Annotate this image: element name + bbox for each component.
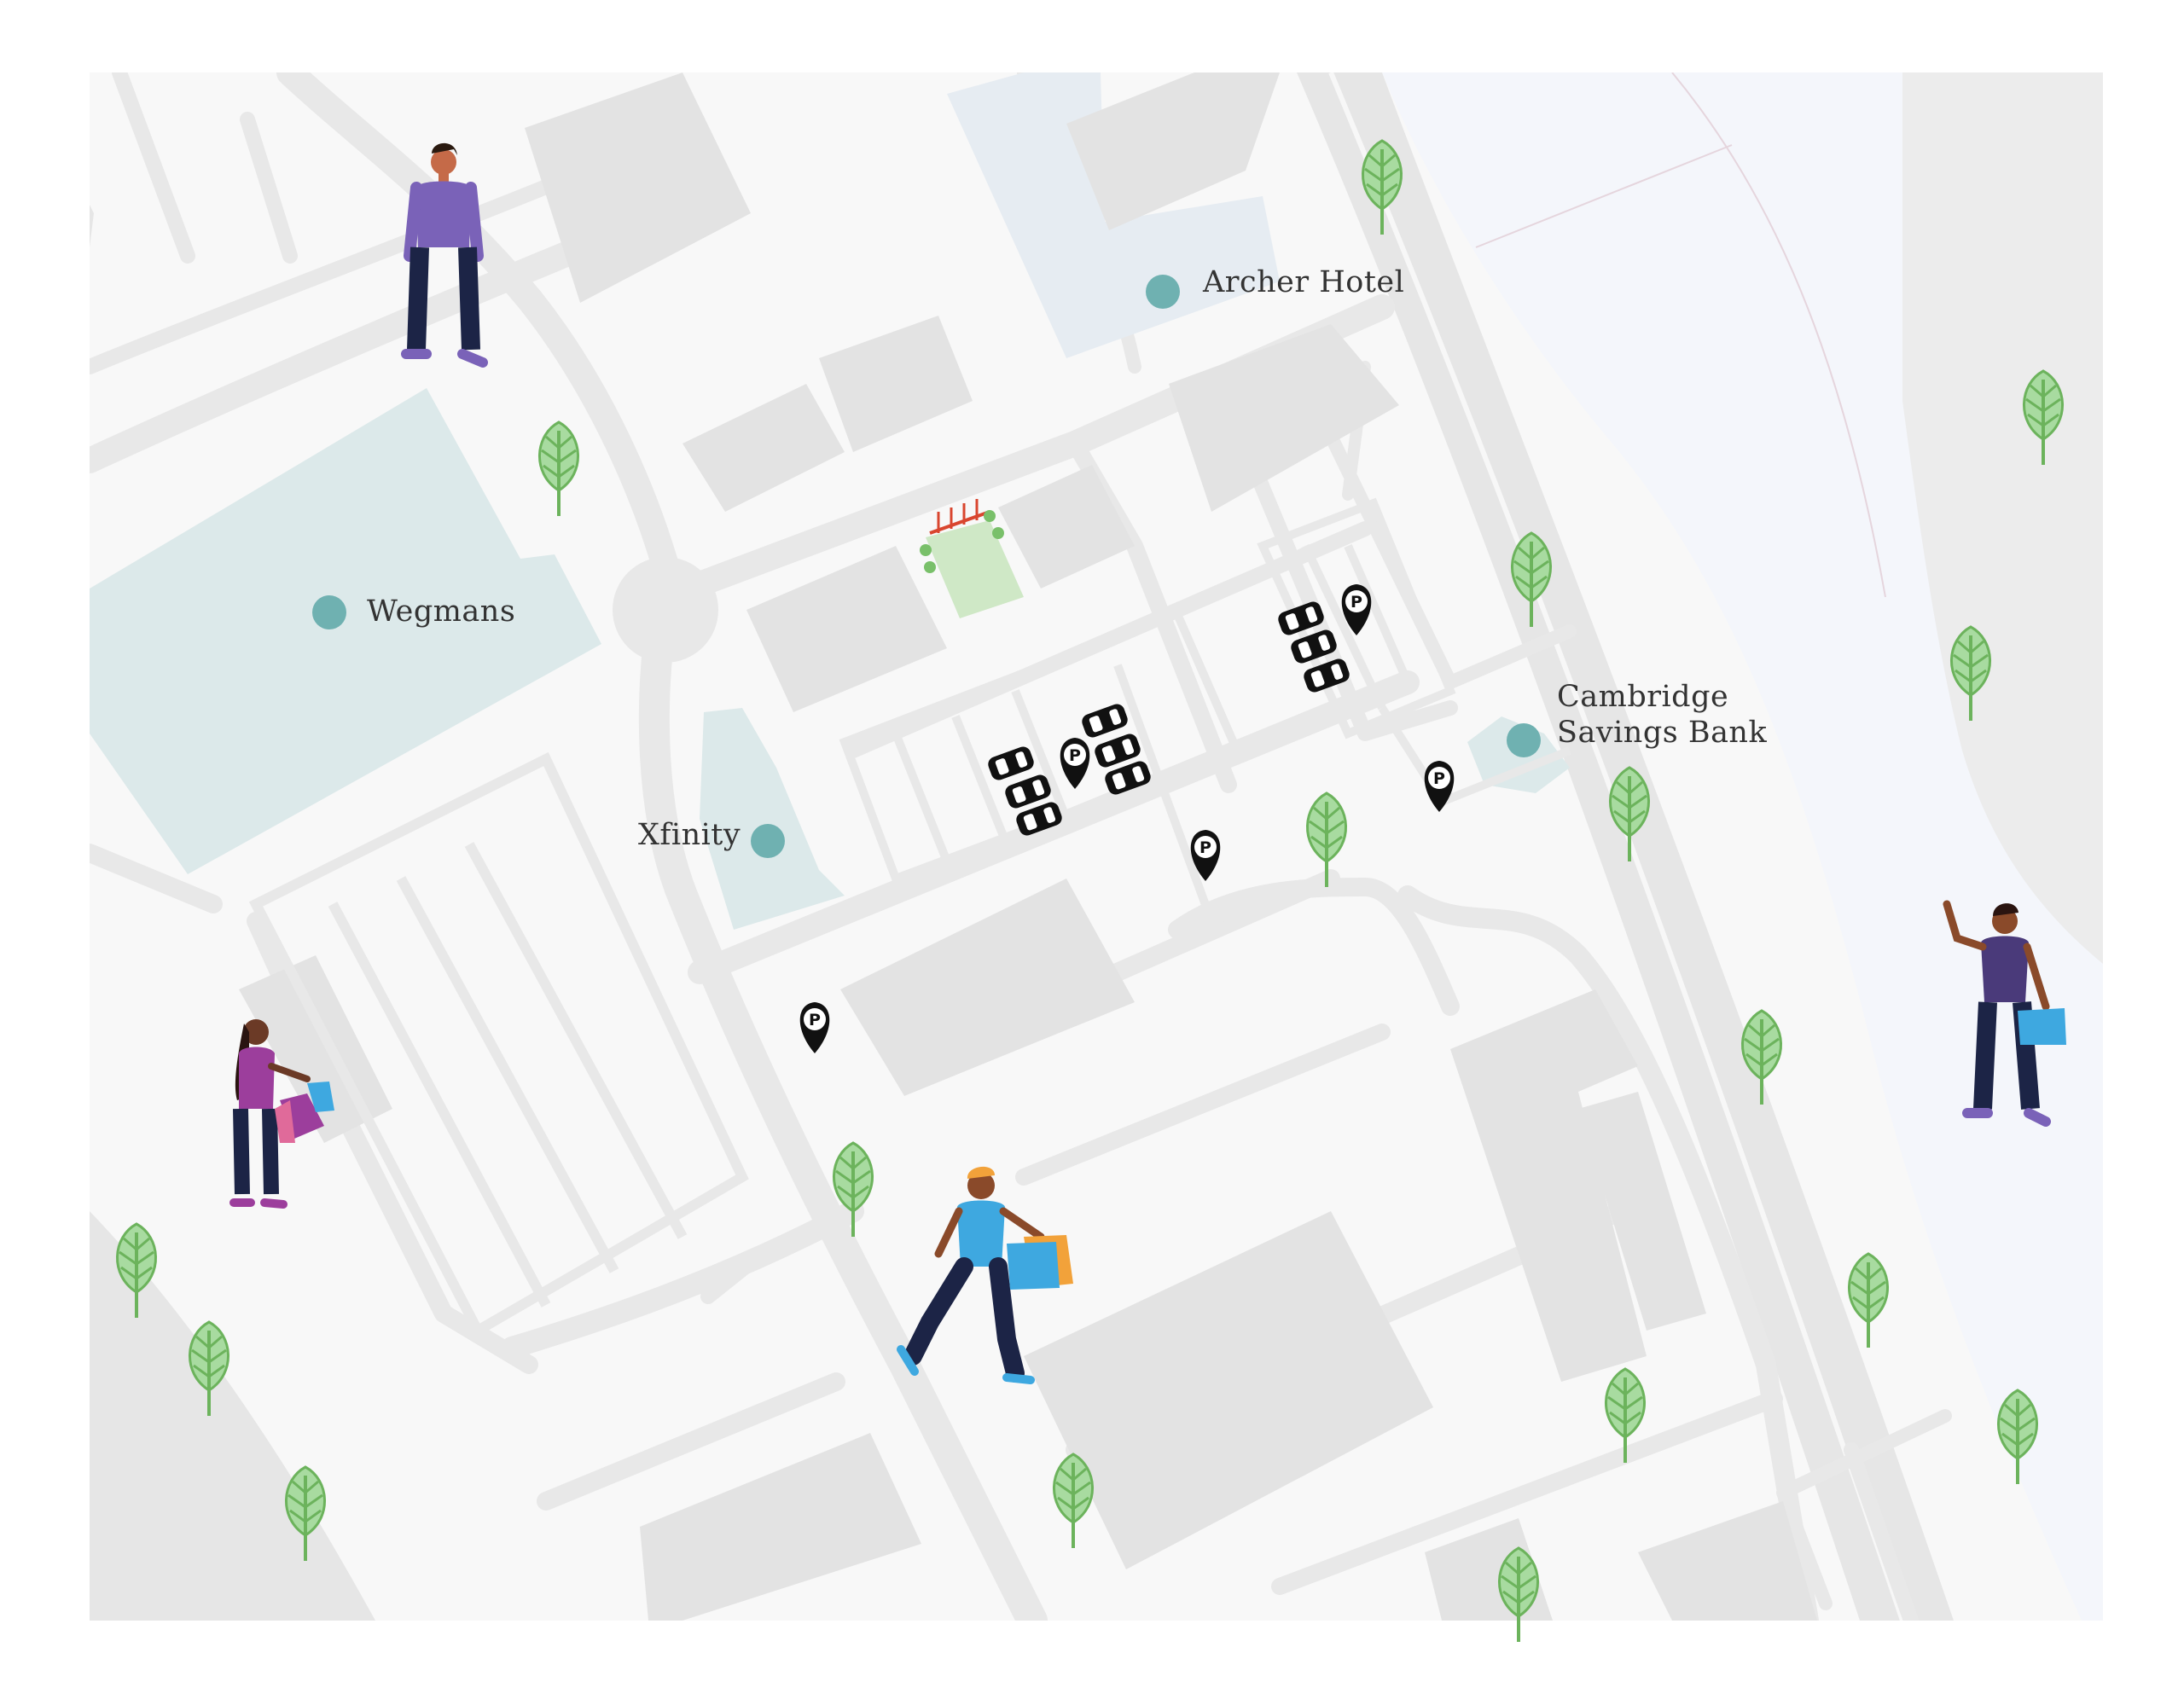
buildings — [239, 72, 1817, 1621]
archer-hotel-building — [947, 72, 1280, 358]
cambridge-savings-bank-label-line1[interactable]: Cambridge — [1557, 680, 1729, 714]
wegmans-label[interactable]: Wegmans — [367, 594, 516, 629]
person-running — [897, 1166, 1073, 1384]
xfinity-building — [700, 708, 845, 930]
wegmans-building — [90, 388, 601, 874]
person-waving — [1943, 900, 2066, 1127]
map-frame — [90, 72, 2103, 1621]
xfinity-marker[interactable] — [751, 824, 785, 858]
xfinity-label[interactable]: Xfinity — [638, 818, 741, 852]
river-bank — [1902, 72, 2103, 964]
garage-outline — [248, 751, 749, 1338]
cambridge-savings-bank-marker[interactable] — [1507, 723, 1541, 757]
archer-hotel-marker[interactable] — [1146, 275, 1180, 309]
person-standing — [401, 142, 488, 368]
archer-hotel-label[interactable]: Archer Hotel — [1203, 265, 1405, 299]
park — [926, 520, 1024, 618]
wegmans-marker[interactable] — [312, 595, 346, 629]
cambridge-savings-bank-label-line2[interactable]: Savings Bank — [1557, 716, 1768, 750]
highway — [1297, 72, 1954, 1621]
person-shopper-left — [229, 1019, 334, 1209]
roundabout — [613, 557, 718, 663]
